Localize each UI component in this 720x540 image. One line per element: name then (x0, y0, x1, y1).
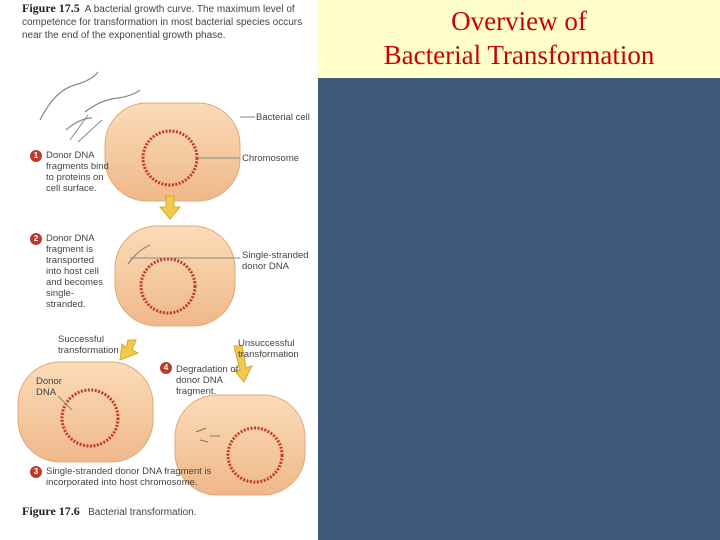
step-2-text: Donor DNA fragment is transported into h… (46, 233, 104, 310)
single-stranded-dna-2 (127, 244, 151, 265)
label-successful-transformation: Successful transformation (58, 334, 119, 356)
chromosome-4 (226, 426, 284, 484)
donor-dna-fragments (39, 71, 141, 131)
figure-17-5-label: Figure 17.5 (22, 1, 80, 15)
arrow-step-1 (158, 195, 182, 220)
slide-title-box: Overview of Bacterial Transformation (318, 0, 720, 78)
slide-title-line-1: Overview of (451, 6, 587, 36)
arrow-successful (119, 339, 140, 361)
label-unsuccessful-transformation: Unsuccessful transformation (238, 338, 299, 360)
slide-title-line-2: Bacterial Transformation (383, 40, 655, 70)
chromosome-3 (60, 388, 120, 448)
label-donor-dna: Donor DNA (36, 376, 62, 398)
arrow-unsuccessful (232, 345, 253, 383)
figure-17-5-caption: Figure 17.5 A bacterial growth curve. Th… (22, 2, 312, 42)
figure-17-5-text: A bacterial growth curve. The maximum le… (22, 4, 303, 41)
step-3-number: 3 (30, 466, 42, 478)
pointer-lines (69, 114, 103, 143)
step-1-number: 1 (30, 150, 42, 162)
figure-panel: Figure 17.5 A bacterial growth curve. Th… (0, 0, 318, 540)
bacterial-cell-2 (114, 225, 236, 327)
label-chromosome: Chromosome (242, 153, 300, 164)
step-4-number: 4 (160, 362, 172, 374)
step-2-number: 2 (30, 233, 42, 245)
step-4-text: Degradation of donor DNA fragment. (176, 364, 239, 397)
degraded-dna-fragments (195, 427, 220, 443)
slide-title: Overview of Bacterial Transformation (318, 4, 720, 72)
step-1-text: Donor DNA fragments bind to proteins on … (46, 150, 109, 194)
bacterial-cell-3 (17, 361, 154, 463)
label-single-stranded-donor-dna: Single-stranded donor DNA (242, 250, 309, 272)
slide-content-area (318, 78, 720, 540)
step-3-text: Single-stranded donor DNA fragment is in… (46, 466, 212, 488)
figure-17-6-label: Figure 17.6 (22, 504, 80, 518)
bacterial-cell-4 (174, 394, 306, 496)
transformation-diagram (17, 71, 306, 496)
chromosome-2 (139, 257, 197, 315)
figure-17-6-text: Bacterial transformation. (88, 507, 197, 518)
figure-17-6-caption: Figure 17.6 Bacterial transformation. (22, 504, 197, 519)
label-bacterial-cell: Bacterial cell (256, 112, 310, 123)
